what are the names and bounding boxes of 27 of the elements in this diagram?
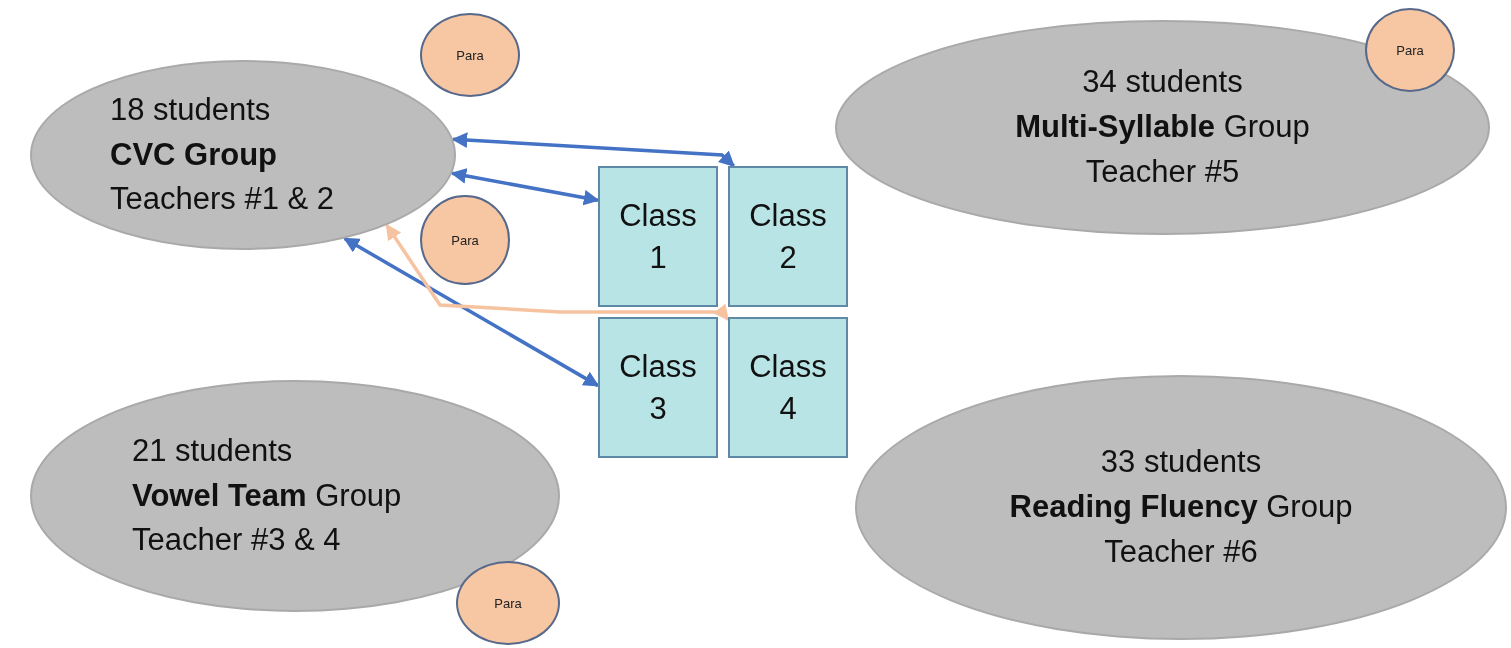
group-text: Reading Fluency Group — [1009, 488, 1353, 527]
group-text: Teacher #5 — [1085, 152, 1240, 191]
group-text: 34 students — [1082, 63, 1243, 102]
class-label: Class 4 — [748, 347, 828, 428]
group-text: Multi-Syllable Group — [1015, 108, 1310, 147]
group-text: 21 students — [132, 431, 293, 470]
group-text: Teachers #1 & 2 — [110, 180, 335, 219]
para-circle — [420, 195, 510, 285]
arrow — [385, 223, 730, 321]
para-label: Para — [1396, 42, 1424, 58]
para-label: Para — [494, 595, 522, 611]
group-text: Vowel Team Group — [132, 476, 402, 515]
group-text: 18 students — [110, 90, 271, 129]
class-box — [598, 317, 718, 458]
para-label: Para — [451, 232, 479, 248]
class-box — [598, 166, 718, 307]
group-text: Teacher #3 & 4 — [132, 521, 341, 560]
class-box — [728, 317, 848, 458]
class-label: Class 3 — [618, 347, 698, 428]
class-label: Class 2 — [748, 196, 828, 277]
arrow — [343, 236, 600, 388]
group-text: 33 students — [1100, 443, 1262, 482]
class-box — [728, 166, 848, 307]
group-text: Teacher #6 — [1104, 532, 1258, 571]
para-label: Para — [456, 47, 484, 63]
class-label: Class 1 — [618, 196, 698, 277]
group-text: CVC Group — [110, 135, 278, 174]
